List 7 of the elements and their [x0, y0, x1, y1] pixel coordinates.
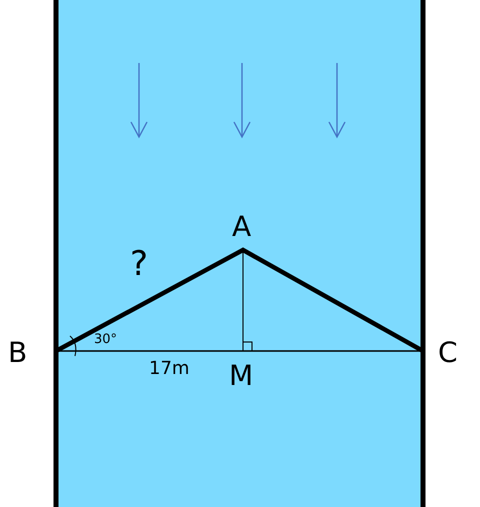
angle-label: 30° [94, 333, 118, 346]
unknown-length-label: ? [130, 247, 148, 281]
vertex-label: B [8, 339, 28, 367]
length-label: 17m [149, 360, 190, 378]
point-label: M [229, 362, 254, 390]
vertex-label: C [438, 339, 458, 367]
vertex-label: A [232, 213, 252, 241]
